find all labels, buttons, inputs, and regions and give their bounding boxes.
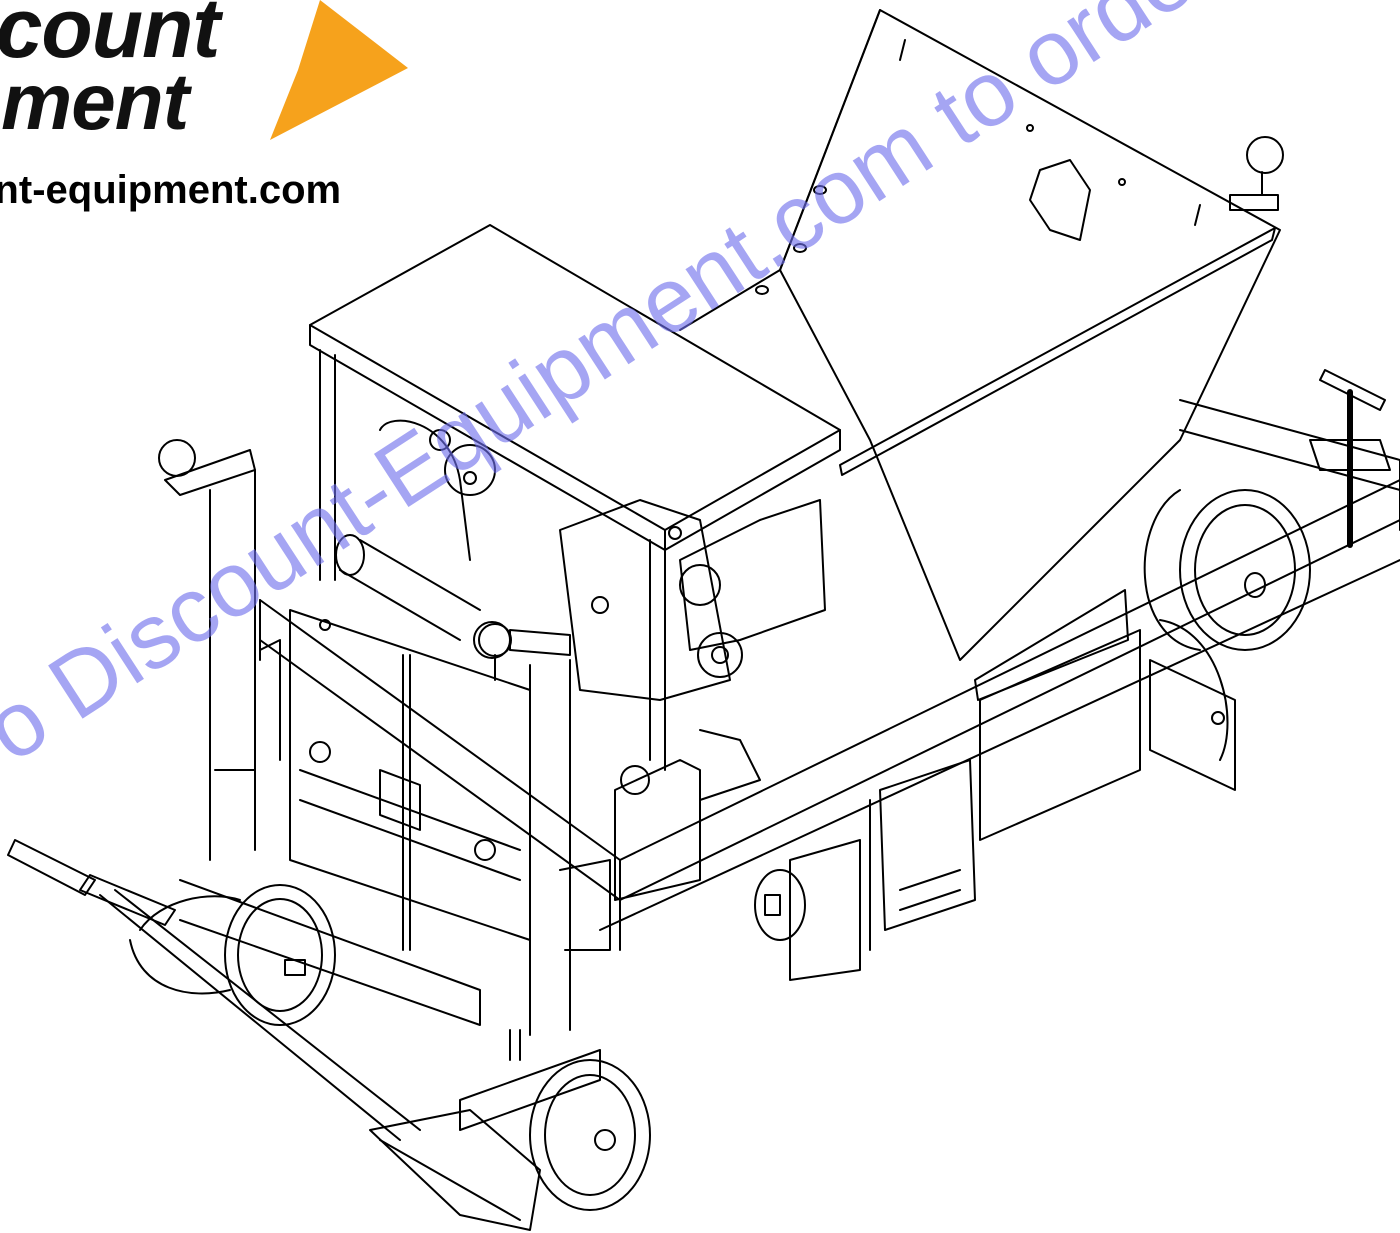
right-rear-wheel: [1143, 489, 1311, 651]
right-motor-assembly: [789, 619, 1236, 981]
front-center-wheel: [459, 1029, 651, 1211]
website-url: unt-equipment.com: [0, 168, 342, 212]
chassis-frame: [259, 399, 1400, 951]
logo-word-top: scount: [0, 0, 220, 75]
upright-rod: [402, 654, 411, 951]
front-blade: [369, 1109, 541, 1231]
center-caster: [754, 869, 806, 941]
center-front-post: [473, 621, 611, 1036]
hopper: [679, 9, 1281, 701]
engine: [379, 419, 826, 701]
push-handle: [7, 839, 481, 1141]
left-front-wheel: [129, 884, 336, 1026]
control-box: [614, 729, 761, 901]
logo-arrow-icon: [270, 0, 408, 140]
t-handle: [1309, 369, 1391, 548]
engine-housing: [309, 224, 841, 771]
cylinder-tube: [335, 534, 512, 681]
left-front-post: [158, 439, 256, 861]
hopper-knob: [1229, 136, 1284, 211]
company-logo: scount ipment: [0, 0, 420, 150]
logo-word-bottom: ipment: [0, 57, 189, 146]
